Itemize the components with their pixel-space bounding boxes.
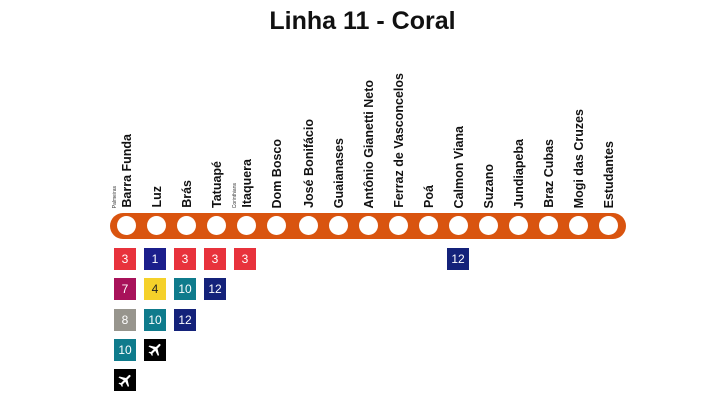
station-label: Jundiapeba (512, 138, 526, 208)
station-stop (176, 216, 196, 235)
station-label: Itaquera (240, 159, 254, 208)
station-stop (206, 216, 226, 235)
connection-badge: 3 (174, 248, 196, 270)
station-label: Antônio Gianetti Neto (362, 79, 376, 208)
station-stop (116, 216, 136, 235)
station-label: Luz (150, 186, 164, 208)
station-label: Poá (422, 185, 436, 208)
station-label: Ferraz de Vasconcelos (392, 73, 406, 208)
connection-badge: 12 (174, 308, 196, 331)
station-stop (418, 216, 438, 235)
station-sublabel: Corinthians (232, 182, 238, 208)
diagram-title: Linha 11 - Coral (269, 7, 456, 35)
station-stop (508, 216, 528, 235)
station-label: Tatuapé (210, 161, 224, 208)
station-stop (358, 216, 378, 235)
station-label: Mogi das Cruzes (572, 108, 586, 208)
connection-badge: 3 (114, 248, 136, 270)
station-label: Dom Bosco (270, 138, 284, 208)
airplane-icon (114, 369, 136, 392)
station-sublabel: Palmeiras (112, 185, 118, 208)
station-label: Suzano (482, 163, 496, 208)
station-stop (568, 216, 588, 235)
station-stop (298, 216, 318, 235)
connection-badge: 7 (114, 278, 136, 301)
station-stop (448, 216, 468, 235)
station-stop (478, 216, 498, 235)
connection-badge: 3 (204, 248, 226, 270)
connection-badge: 10 (174, 278, 196, 301)
connection-badge: 8 (114, 308, 136, 331)
station-stop (146, 216, 166, 235)
station-stop (598, 216, 618, 235)
connection-badge: 12 (204, 278, 226, 301)
connection-badge: 10 (114, 338, 136, 361)
station-label: José Bonifácio (302, 119, 316, 208)
airplane-icon (144, 338, 166, 361)
connection-badge: 1 (144, 248, 166, 270)
station-label: Estudantes (602, 140, 616, 208)
station-stop (328, 216, 348, 235)
connection-badge: 4 (144, 278, 166, 301)
connection-badge: 10 (144, 308, 166, 331)
connection-badge: 12 (447, 248, 469, 270)
station-label: Barra Funda (120, 134, 134, 208)
station-stop (388, 216, 408, 235)
station-stop (266, 216, 286, 235)
station-stop (236, 216, 256, 235)
connection-badge: 3 (234, 248, 256, 270)
station-label: Brás (180, 180, 194, 208)
station-label: Calmon Viana (452, 125, 466, 208)
station-label: Guaianases (332, 137, 346, 208)
station-stop (538, 216, 558, 235)
station-label: Braz Cubas (542, 139, 556, 208)
